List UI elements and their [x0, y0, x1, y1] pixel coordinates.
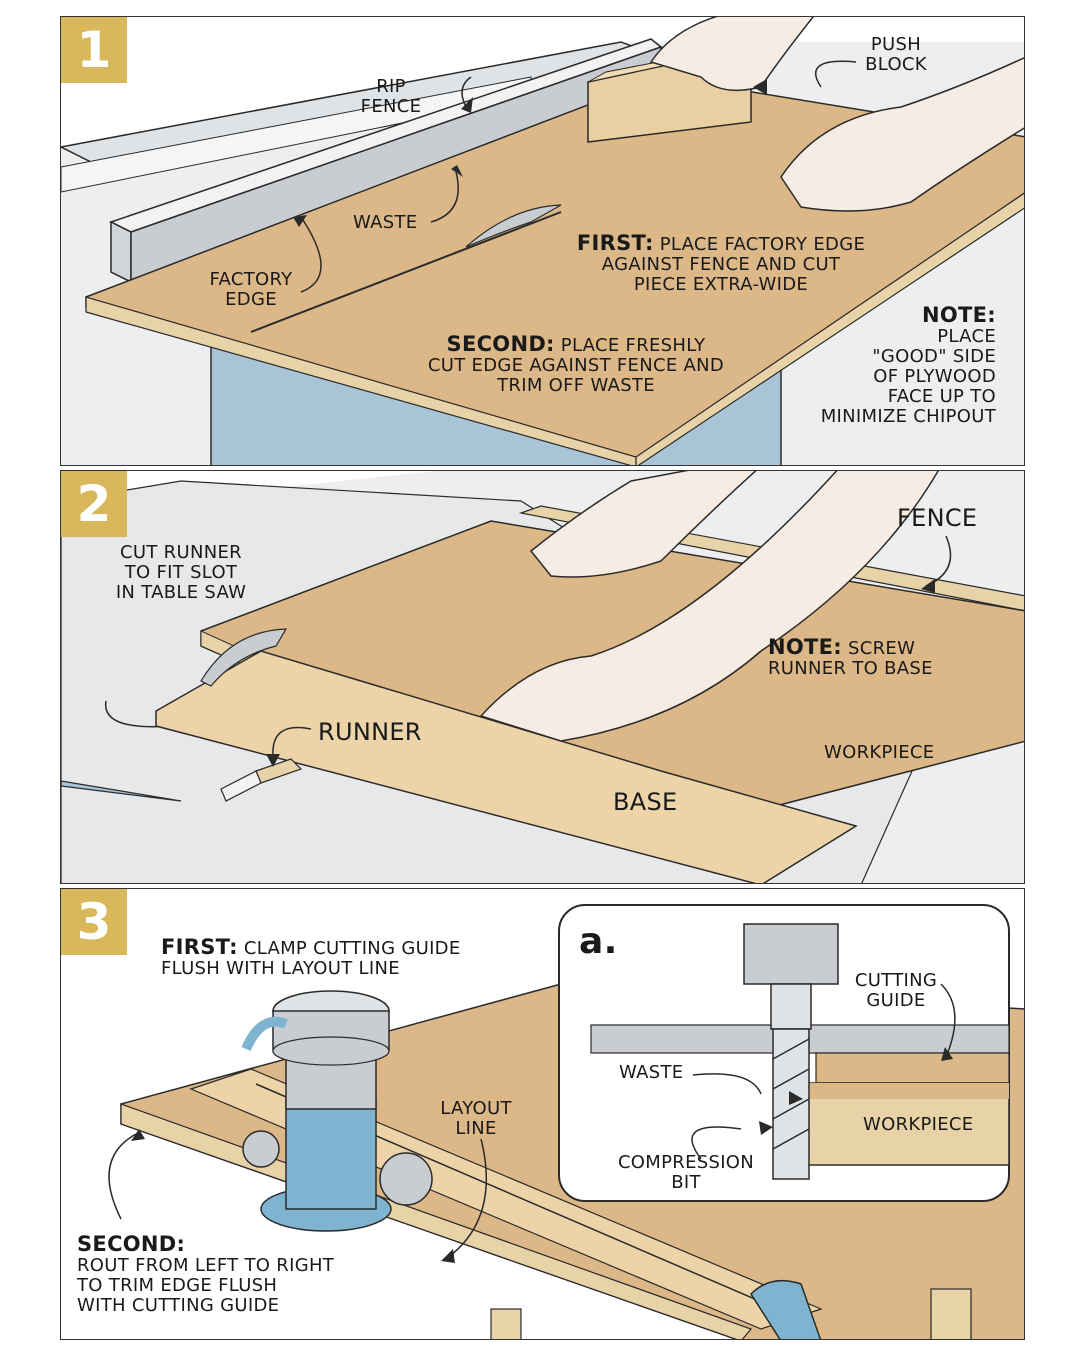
step1-second-instruction: SECOND: PLACE FRESHLY CUT EDGE AGAINST F…: [391, 334, 761, 396]
layout-line-label: LAYOUT LINE: [440, 1098, 512, 1139]
step1-note: NOTE: PLACE "GOOD" SIDE OF PLYWOOD FACE …: [776, 305, 996, 427]
inset-waste-label: WASTE: [619, 1062, 684, 1083]
step-number-3: 3: [61, 889, 127, 955]
note-heading: NOTE:: [922, 303, 996, 327]
runner-label: RUNNER: [318, 718, 422, 746]
first-text-continued: AGAINST FENCE AND CUT PIECE EXTRA-WIDE: [601, 254, 841, 295]
workpiece-label: WORKPIECE: [824, 742, 935, 763]
inset-letter: a.: [579, 921, 618, 962]
cut-runner-label: CUT RUNNER TO FIT SLOT IN TABLE SAW: [115, 542, 247, 603]
cutting-guide-label: CUTTING GUIDE: [854, 970, 938, 1011]
second-text: PLACE FRESHLY: [554, 335, 706, 356]
factory-edge-label: FACTORY EDGE: [209, 269, 293, 310]
step2-note: NOTE: SCREW RUNNER TO BASE: [768, 637, 998, 679]
second-heading: SECOND:: [446, 332, 555, 356]
panel-1: 1 RIP FENCE PUSH BLOCK WASTE FACTORY EDG…: [60, 16, 1025, 466]
note-text-continued: RUNNER TO BASE: [768, 658, 933, 679]
panel-2-illustration: [61, 471, 1024, 883]
first-heading: FIRST:: [576, 231, 654, 255]
step1-first-instruction: FIRST: PLACE FACTORY EDGE AGAINST FENCE …: [531, 233, 911, 295]
first-text: PLACE FACTORY EDGE: [653, 234, 866, 255]
panel-1-illustration: [61, 17, 1024, 465]
rip-fence-label: RIP FENCE: [360, 76, 422, 117]
push-block-label: PUSH BLOCK: [865, 34, 927, 75]
compression-bit-label: COMPRESSION BIT: [617, 1152, 755, 1193]
panel-3-illustration: [108, 904, 1024, 1339]
inset-workpiece-label: WORKPIECE: [863, 1114, 974, 1135]
note-text: PLACE "GOOD" SIDE OF PLYWOOD FACE UP TO …: [820, 326, 996, 427]
panel-3: 3 FIRST: CLAMP CUTTING GUIDE FLUSH WITH …: [60, 888, 1025, 1340]
step-number-1: 1: [61, 17, 127, 83]
first-text-continued: FLUSH WITH LAYOUT LINE: [161, 958, 400, 979]
note-heading: NOTE:: [768, 635, 842, 659]
base-label: BASE: [613, 788, 678, 816]
second-heading: SECOND:: [77, 1232, 186, 1256]
step-number-2: 2: [61, 471, 127, 537]
step3-second-instruction: SECOND: ROUT FROM LEFT TO RIGHT TO TRIM …: [77, 1234, 377, 1316]
waste-label: WASTE: [353, 212, 418, 233]
panel-2: 2 CUT RUNNER TO FIT SLOT IN TABLE SAW FE…: [60, 470, 1025, 884]
note-text: SCREW: [842, 638, 916, 659]
first-heading: FIRST:: [161, 935, 238, 959]
second-text: ROUT FROM LEFT TO RIGHT TO TRIM EDGE FLU…: [77, 1255, 335, 1316]
fence-label: FENCE: [897, 504, 978, 532]
second-text-continued: CUT EDGE AGAINST FENCE AND TRIM OFF WAST…: [427, 355, 725, 396]
step3-first-instruction: FIRST: CLAMP CUTTING GUIDE FLUSH WITH LA…: [161, 937, 491, 979]
first-text: CLAMP CUTTING GUIDE: [237, 938, 461, 959]
